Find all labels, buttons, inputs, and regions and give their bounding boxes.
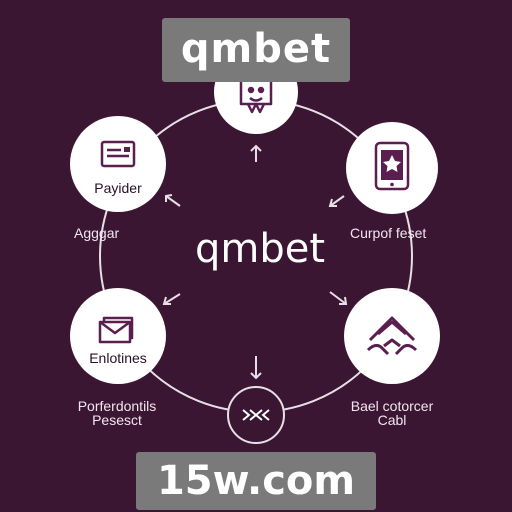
node-label-enlotines: Enlotines	[89, 350, 147, 366]
outer-label-curpof-feset: Curpof feset	[350, 225, 427, 241]
top-banner: qmbet	[162, 18, 350, 82]
node-top-right	[346, 122, 438, 214]
node-enlotines	[70, 288, 166, 384]
bottom-banner: 15w.com	[136, 452, 376, 510]
arrow-top-left-icon	[165, 194, 181, 207]
outer-label-cabl: Cabl	[377, 412, 407, 428]
node-bottom	[227, 386, 285, 444]
envelope-icon	[98, 316, 134, 344]
card-icon	[100, 140, 136, 168]
arrow-down-icon	[250, 356, 262, 380]
arrows-icon	[242, 409, 270, 421]
node-payider	[70, 116, 166, 212]
outer-label-pesesct: Pesesct	[92, 412, 142, 428]
outer-label-perferdontils: Porferdontils	[77, 398, 157, 414]
outer-label-bael-cotorcer: Bael cotorcer	[350, 398, 434, 414]
house-hands-icon	[366, 316, 418, 356]
center-title: qmbet	[194, 226, 326, 272]
arrow-bottom-left-icon	[162, 293, 181, 305]
arrow-top-right-icon	[328, 195, 345, 207]
phone-star-icon	[374, 141, 410, 191]
arrow-bottom-right-icon	[329, 291, 348, 305]
node-bottom-right	[344, 288, 440, 384]
node-label-payider: Payider	[94, 180, 142, 196]
outer-label-agggar: Agggar	[74, 225, 120, 241]
flow-arrows	[162, 144, 348, 380]
arrow-up-icon	[250, 144, 262, 162]
